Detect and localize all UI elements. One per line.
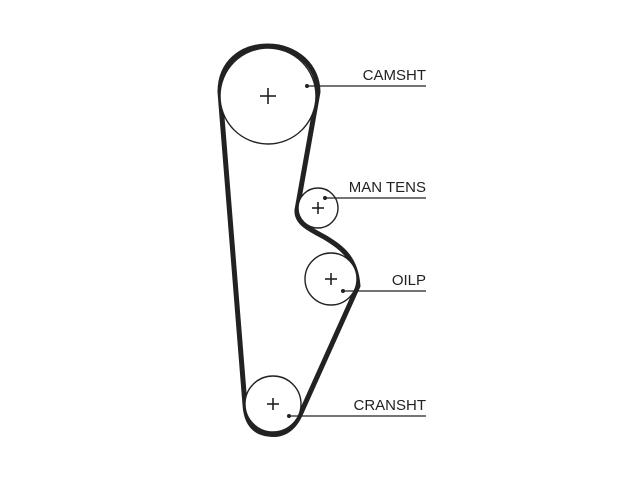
oil-pump-pulley xyxy=(304,252,358,306)
crankshaft-label: CRANSHT xyxy=(353,397,426,414)
camshaft-pulley xyxy=(219,47,317,145)
timing-belt xyxy=(217,43,361,437)
camshaft-label: CAMSHT xyxy=(363,67,426,84)
oil-pump-label: OILP xyxy=(392,272,426,289)
tensioner-leader xyxy=(323,196,426,200)
tensioner-label: MAN TENS xyxy=(349,179,426,196)
tensioner-pulley xyxy=(297,187,339,229)
camshaft-leader xyxy=(305,84,426,88)
crankshaft-leader xyxy=(287,414,426,418)
crankshaft-pulley xyxy=(244,375,302,433)
oil-pump-leader xyxy=(341,289,426,293)
